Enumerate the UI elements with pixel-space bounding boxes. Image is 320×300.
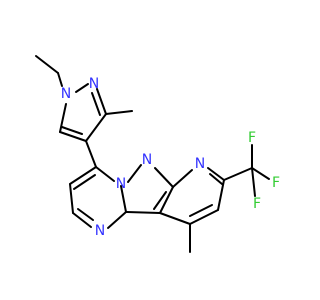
bond <box>251 167 270 180</box>
bond <box>91 92 101 116</box>
bond <box>69 166 97 185</box>
bond <box>57 72 63 87</box>
nitrogen-label: N <box>195 156 205 172</box>
bond <box>61 126 83 135</box>
bond <box>77 208 94 221</box>
bond <box>107 211 127 229</box>
molecule-diagram: N N N N N N F F F <box>35 55 280 253</box>
bond <box>172 169 193 188</box>
bond <box>73 174 96 190</box>
bond <box>72 212 92 228</box>
bond <box>223 167 253 181</box>
nitrogen-label: N <box>95 223 105 239</box>
bond <box>85 140 97 168</box>
bond <box>159 212 191 225</box>
bond <box>153 191 167 210</box>
bond <box>95 166 115 182</box>
bond <box>69 183 74 214</box>
molecule-svg: N N N N N N F F F <box>35 55 280 253</box>
bond <box>209 173 223 185</box>
bond <box>251 167 256 197</box>
bond <box>125 211 161 214</box>
bond <box>75 83 89 93</box>
nitrogen-label: N <box>142 152 152 168</box>
bonds <box>35 55 270 253</box>
bond <box>96 88 107 115</box>
bond <box>120 185 127 213</box>
nitrogen-label: N <box>89 76 99 92</box>
bond <box>207 167 225 181</box>
bond <box>59 103 67 133</box>
bond <box>35 55 59 74</box>
bond <box>127 164 142 183</box>
bond <box>154 167 174 188</box>
bond <box>105 110 133 115</box>
nitrogen-label: N <box>116 176 126 192</box>
nitrogen-label: N <box>61 86 71 102</box>
fluorine-label: F <box>248 130 256 146</box>
bond <box>189 209 219 225</box>
atom-labels: N N N N N N F F F <box>61 76 280 239</box>
bond <box>189 204 213 217</box>
bond <box>159 186 174 214</box>
bond <box>85 113 107 142</box>
fluorine-label: F <box>253 196 261 212</box>
fluorine-label: F <box>272 175 280 191</box>
bond <box>217 179 225 211</box>
bond <box>59 131 87 142</box>
